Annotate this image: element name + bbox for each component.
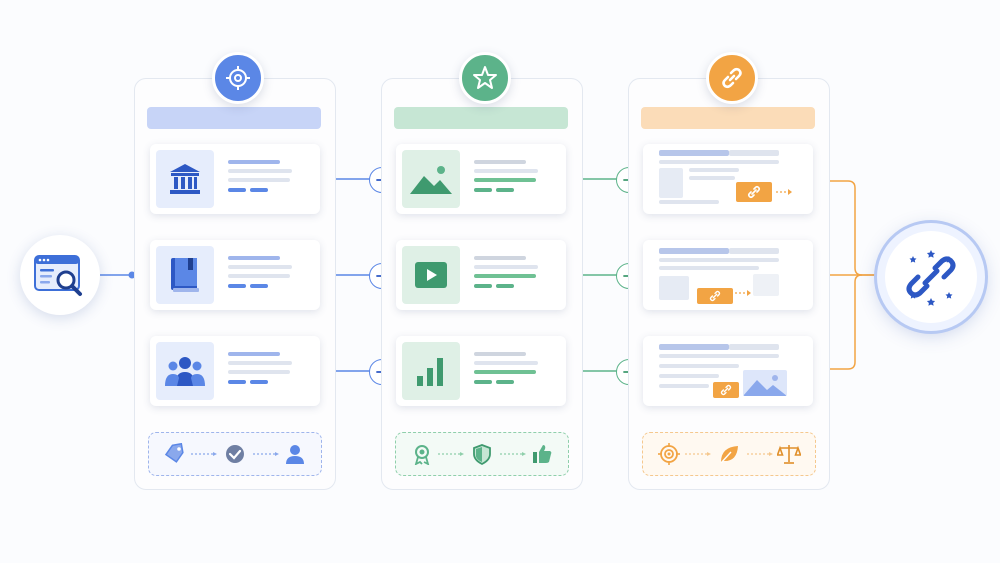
link-badge[interactable] xyxy=(713,382,739,398)
shield-icon xyxy=(470,442,494,466)
people-icon xyxy=(164,354,206,388)
card-thumbnail xyxy=(402,246,460,304)
column-3-card-3[interactable] xyxy=(643,336,813,406)
column-1-card-3[interactable] xyxy=(150,336,320,406)
column-1-header-bar xyxy=(147,107,321,129)
chain-link-stars-icon xyxy=(896,242,966,312)
target-icon xyxy=(225,65,251,91)
browser-search-icon xyxy=(33,252,87,298)
column-3-card-1[interactable] xyxy=(643,144,813,214)
column-1-footer xyxy=(148,432,322,476)
column-2-badge xyxy=(459,52,511,104)
card-thumbnail xyxy=(402,150,460,208)
column-3-card-2[interactable] xyxy=(643,240,813,310)
column-1-card-1[interactable] xyxy=(150,144,320,214)
column-2-header-bar xyxy=(394,107,568,129)
image-icon xyxy=(743,370,787,396)
image-icon xyxy=(408,162,454,196)
bank-icon xyxy=(167,161,203,197)
tag-icon xyxy=(163,442,187,466)
link-badge[interactable] xyxy=(697,288,733,304)
link-badge[interactable] xyxy=(736,182,772,202)
column-2-footer xyxy=(395,432,569,476)
column-3-header-bar xyxy=(641,107,815,129)
column-1-card-2[interactable] xyxy=(150,240,320,310)
output-node[interactable] xyxy=(877,223,985,331)
column-3-footer xyxy=(642,432,816,476)
leaf-icon xyxy=(717,442,741,466)
card-thumbnail xyxy=(156,246,214,304)
column-1-badge xyxy=(212,52,264,104)
column-2-card-2[interactable] xyxy=(396,240,566,310)
award-icon xyxy=(410,442,434,466)
check-circle-icon xyxy=(223,442,247,466)
bar-chart-icon xyxy=(414,354,448,388)
column-3-badge xyxy=(706,52,758,104)
column-2-card-3[interactable] xyxy=(396,336,566,406)
link-icon xyxy=(719,65,745,91)
user-icon xyxy=(283,442,307,466)
card-thumbnail xyxy=(402,342,460,400)
input-node[interactable] xyxy=(20,235,100,315)
link-icon xyxy=(720,384,732,396)
column-2-card-1[interactable] xyxy=(396,144,566,214)
video-play-icon xyxy=(413,260,449,290)
link-icon xyxy=(709,290,721,302)
book-icon xyxy=(168,256,202,294)
scales-icon xyxy=(777,442,801,466)
card-thumbnail xyxy=(156,150,214,208)
star-icon xyxy=(472,65,498,91)
target-icon xyxy=(657,442,681,466)
card-thumbnail xyxy=(156,342,214,400)
link-icon xyxy=(747,185,761,199)
thumbs-up-icon xyxy=(530,442,554,466)
